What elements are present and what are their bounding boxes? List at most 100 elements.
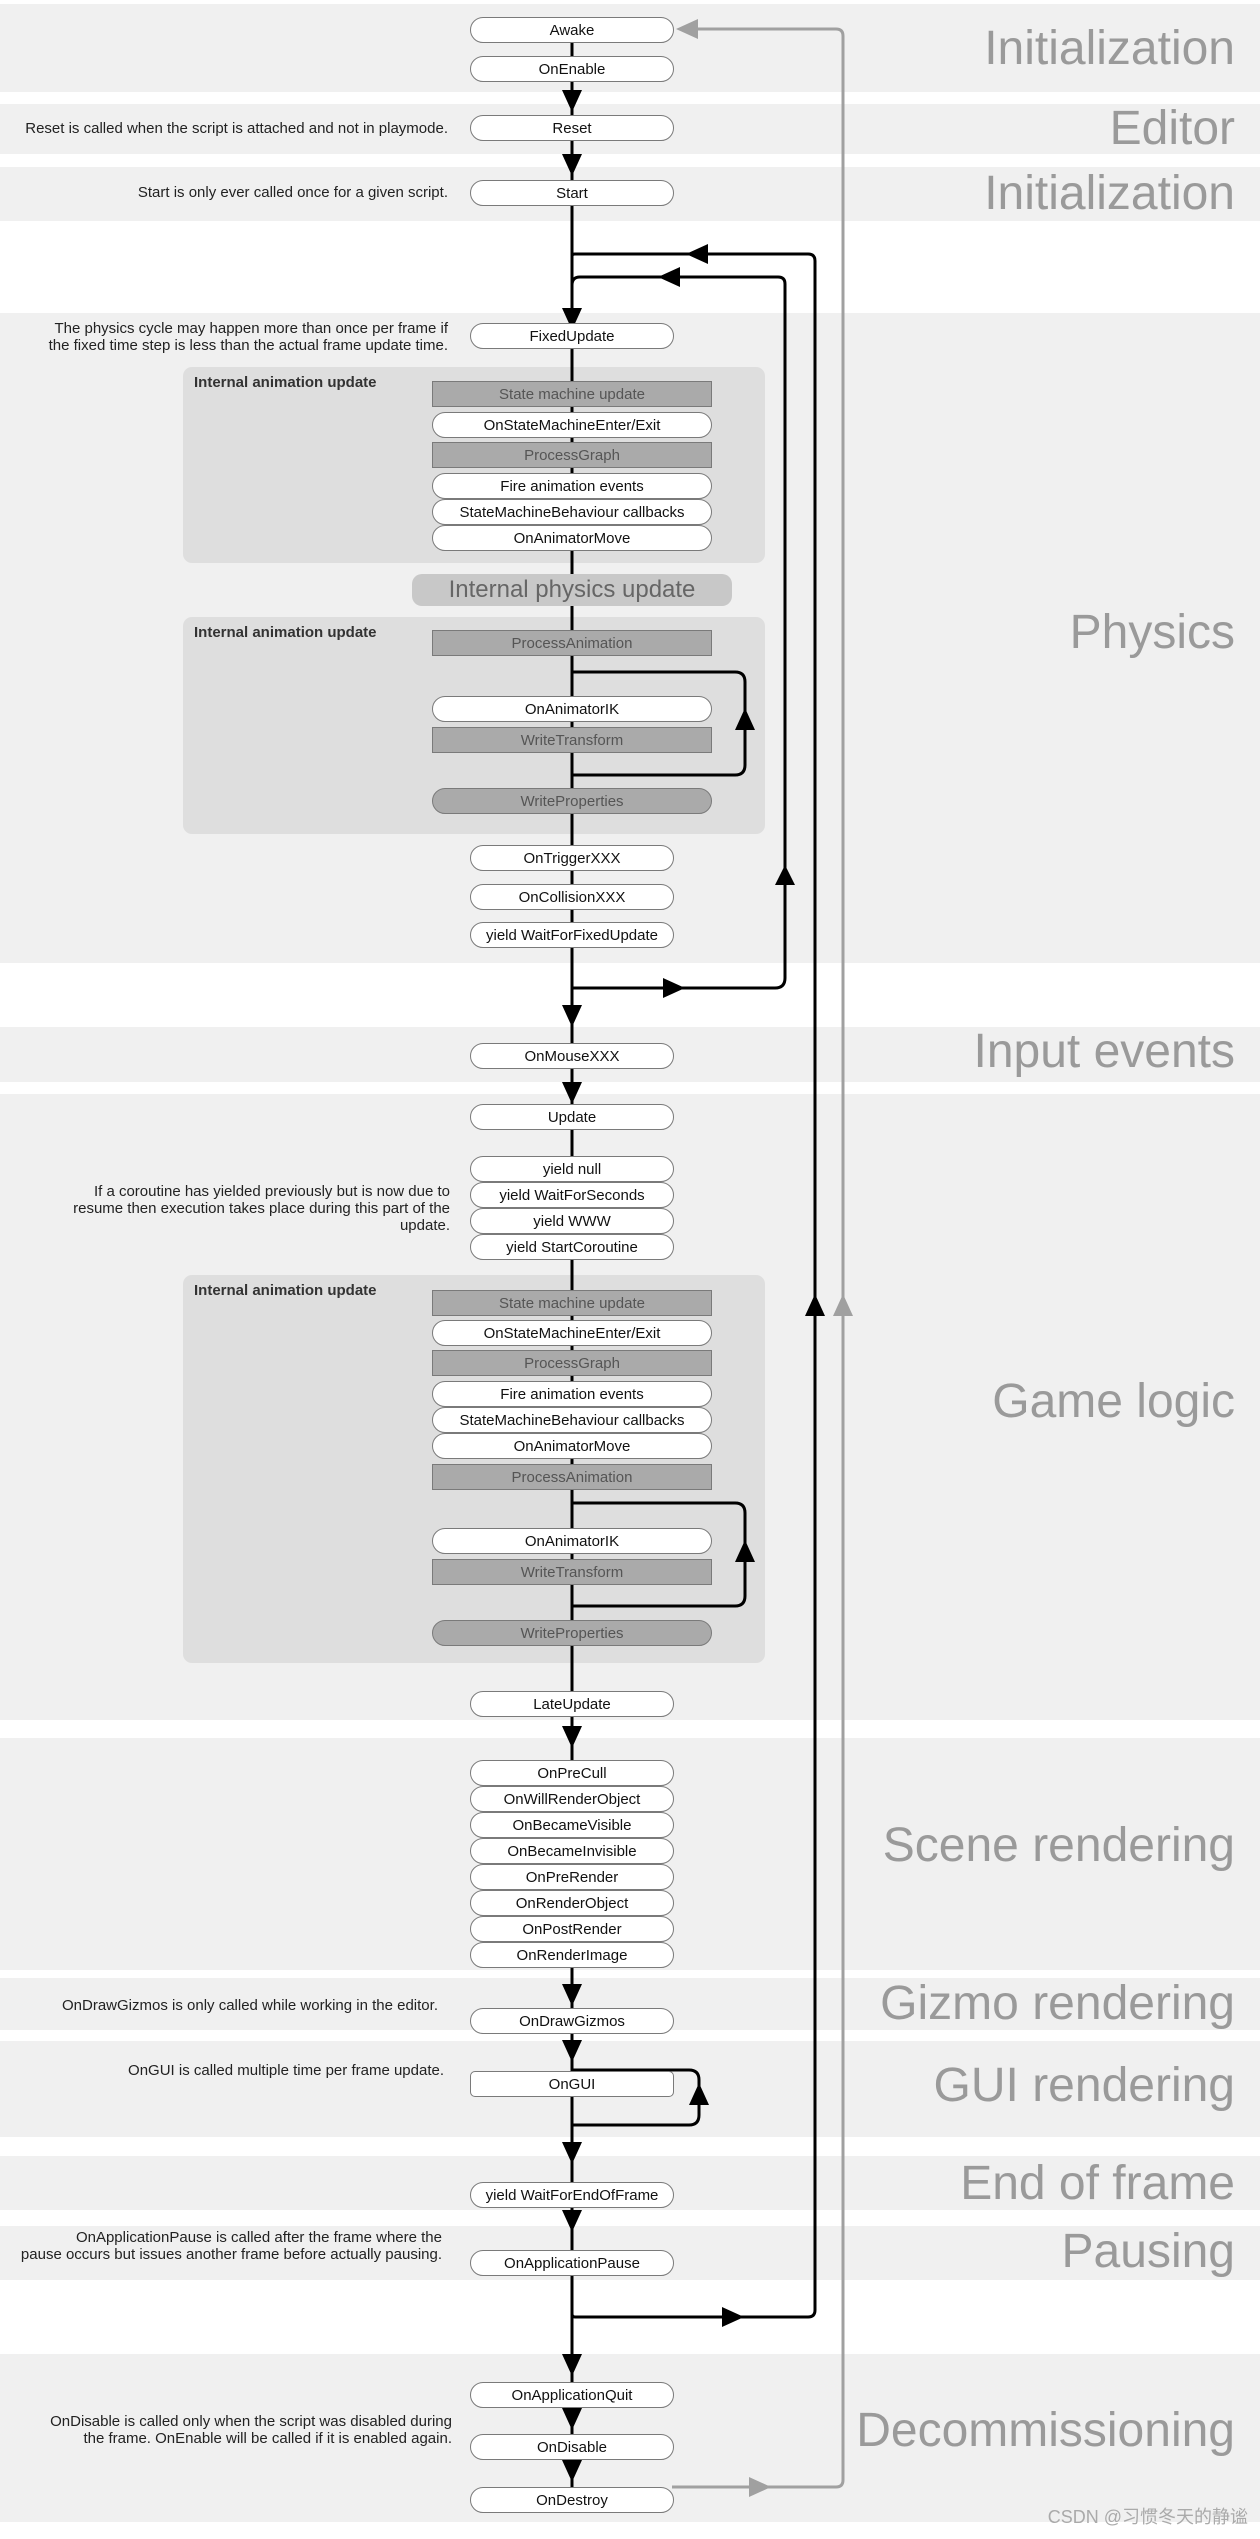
- internal-physics-update: Internal physics update: [412, 574, 732, 606]
- waitforendofframe-step: yield WaitForEndOfFrame: [470, 2182, 674, 2208]
- pause-loop-path: [570, 1300, 817, 2319]
- anim-onstatemachineenterexit: OnStateMachineEnter/Exit: [432, 412, 712, 438]
- anim-onstatemachineenterexit: OnStateMachineEnter/Exit: [432, 1320, 712, 1346]
- fixedupdate-step: FixedUpdate: [470, 323, 674, 349]
- return-to-awake-path: [672, 27, 845, 2489]
- note-line: The physics cycle may happen more than o…: [54, 320, 448, 337]
- anim-onanimatorik: OnAnimatorIK: [432, 1528, 712, 1554]
- animation-panel-title: Internal animation update: [194, 374, 377, 391]
- arrowhead: [658, 267, 680, 287]
- arrowhead: [805, 1294, 825, 1316]
- section-label-initialization-start: Initialization: [984, 167, 1235, 220]
- anim-state-machine-update: State machine update: [432, 381, 712, 407]
- note-line: OnApplicationPause is called after the f…: [75, 2229, 442, 2246]
- scene-onrenderimage: OnRenderImage: [470, 1942, 674, 1968]
- section-label-game-logic: Game logic: [992, 1375, 1235, 1428]
- ongui-step: OnGUI: [470, 2071, 674, 2097]
- anim-processgraph: ProcessGraph: [432, 442, 712, 468]
- fixed-loop-path: [570, 252, 817, 1300]
- arrowhead: [676, 19, 698, 39]
- ondestroy-step: OnDestroy: [470, 2487, 674, 2513]
- note-ongui: OnGUI is called multiple time per frame …: [128, 2062, 444, 2079]
- arrowhead: [562, 2142, 582, 2164]
- note-drawgizmos: OnDrawGizmos is only called while workin…: [62, 1997, 438, 2014]
- animation-panel-title: Internal animation update: [194, 1282, 377, 1299]
- anim-writetransform: WriteTransform: [432, 727, 712, 753]
- arrowhead: [749, 2477, 771, 2497]
- scene-onpostrender: OnPostRender: [470, 1916, 674, 1942]
- lateupdate-step: LateUpdate: [470, 1691, 674, 1717]
- arrowhead: [562, 90, 582, 112]
- arrowhead: [562, 2460, 582, 2482]
- yield-waitforseconds-step: yield WaitForSeconds: [470, 1182, 674, 1208]
- anim-smb-callbacks: StateMachineBehaviour callbacks: [432, 499, 712, 525]
- yield-www-step: yield WWW: [470, 1208, 674, 1234]
- anim-writetransform: WriteTransform: [432, 1559, 712, 1585]
- anim-fire-events: Fire animation events: [432, 473, 712, 499]
- scene-onbecamevisible: OnBecameVisible: [470, 1812, 674, 1838]
- reset-step: Reset: [470, 115, 674, 141]
- anim-processgraph: ProcessGraph: [432, 1350, 712, 1376]
- arrowhead: [735, 708, 755, 730]
- section-label-physics: Physics: [1069, 606, 1235, 659]
- arrowhead: [735, 1540, 755, 1562]
- section-label-gui-rendering: GUI rendering: [933, 2059, 1235, 2112]
- awake-step: Awake: [470, 17, 674, 43]
- anim-onanimatorik: OnAnimatorIK: [432, 696, 712, 722]
- section-label-decommissioning: Decommissioning: [856, 2404, 1235, 2457]
- onenable-step: OnEnable: [470, 56, 674, 82]
- anim-fire-events: Fire animation events: [432, 1381, 712, 1407]
- arrowhead: [562, 2354, 582, 2376]
- oncollision-step: OnCollisionXXX: [470, 884, 674, 910]
- ondrawgizmos-step: OnDrawGizmos: [470, 2008, 674, 2034]
- note-start: Start is only ever called once for a giv…: [137, 184, 448, 201]
- ondisable-step: OnDisable: [470, 2434, 674, 2460]
- note-line: resume then execution takes place during…: [73, 1200, 450, 1217]
- note-coroutine: If a coroutine has yielded previously bu…: [73, 1183, 450, 1234]
- scene-onprecull: OnPreCull: [470, 1760, 674, 1786]
- scene-onbecameinvisible: OnBecameInvisible: [470, 1838, 674, 1864]
- ontrigger-step: OnTriggerXXX: [470, 845, 674, 871]
- anim-state-machine-update: State machine update: [432, 1290, 712, 1316]
- note-line: OnDisable is called only when the script…: [50, 2413, 452, 2430]
- note-line: the fixed time step is less than the act…: [48, 337, 448, 354]
- note-disable: OnDisable is called only when the script…: [50, 2413, 452, 2447]
- section-label-scene-rendering: Scene rendering: [882, 1819, 1235, 1872]
- yield-null-step: yield null: [470, 1156, 674, 1182]
- anim-processanimation: ProcessAnimation: [432, 1464, 712, 1490]
- ik-loop-path: [572, 670, 747, 777]
- update-step: Update: [470, 1104, 674, 1130]
- animation-panel-title: Internal animation update: [194, 624, 377, 641]
- arrowhead: [562, 2408, 582, 2430]
- watermark-text: CSDN @习惯冬天的静谧: [1047, 2507, 1248, 2527]
- scene-onprerender: OnPreRender: [470, 1864, 674, 1890]
- scene-onrenderobject: OnRenderObject: [470, 1890, 674, 1916]
- arrowhead: [833, 1294, 853, 1316]
- note-reset: Reset is called when the script is attac…: [25, 120, 448, 137]
- anim-smb-callbacks: StateMachineBehaviour callbacks: [432, 1407, 712, 1433]
- scene-onwillrenderobject: OnWillRenderObject: [470, 1786, 674, 1812]
- note-line: If a coroutine has yielded previously bu…: [93, 1183, 450, 1200]
- anim-onanimatormove: OnAnimatorMove: [432, 525, 712, 551]
- section-label-editor: Editor: [1109, 102, 1235, 155]
- anim-onanimatormove: OnAnimatorMove: [432, 1433, 712, 1459]
- start-step: Start: [470, 180, 674, 206]
- section-label-gizmo-rendering: Gizmo rendering: [880, 1977, 1235, 2030]
- onmouse-step: OnMouseXXX: [470, 1043, 674, 1069]
- anim-writeproperties: WriteProperties: [432, 1620, 712, 1646]
- arrowhead: [689, 2083, 709, 2105]
- arrowhead: [562, 1984, 582, 2006]
- note-physics-cycle: The physics cycle may happen more than o…: [49, 320, 448, 354]
- arrowhead: [663, 978, 685, 998]
- arrowhead: [562, 154, 582, 176]
- arrowhead: [562, 1005, 582, 1027]
- arrowhead: [562, 2040, 582, 2062]
- note-line: pause occurs but issues another frame be…: [20, 2246, 442, 2263]
- arrowhead: [722, 2307, 744, 2327]
- arrowhead: [686, 244, 708, 264]
- section-label-pausing: Pausing: [1061, 2225, 1235, 2278]
- arrowhead: [775, 865, 795, 885]
- note-pause: OnApplicationPause is called after the f…: [21, 2229, 442, 2263]
- note-line: update.: [399, 1217, 450, 1234]
